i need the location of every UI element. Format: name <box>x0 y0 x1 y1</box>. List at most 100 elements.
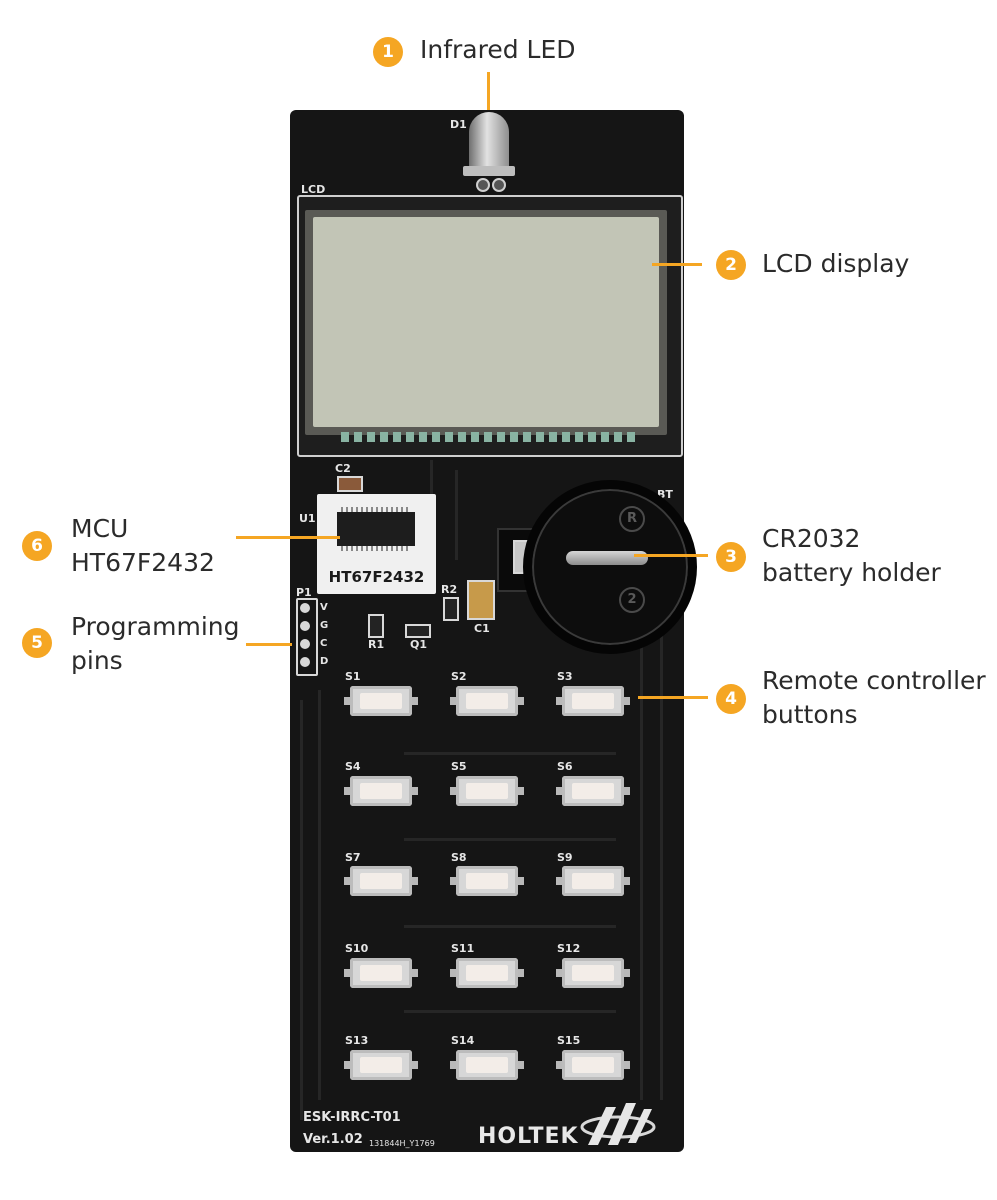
callout-4-badge: 4 <box>716 684 746 714</box>
holtek-logo-icon <box>580 1103 656 1145</box>
callout-4-leader <box>638 696 708 699</box>
silk-r2: R2 <box>441 583 458 596</box>
button-s12[interactable] <box>556 958 630 988</box>
silk-board-name: ESK-IRRC-T01 <box>303 1110 401 1125</box>
programming-pin-icon <box>300 657 310 667</box>
silk-u1: U1 <box>299 512 316 525</box>
callout-6-badge: 6 <box>22 531 52 561</box>
callout-6-label-line1: MCU <box>71 514 129 543</box>
pcb-trace <box>430 460 433 500</box>
silk-pin-v: V <box>320 602 328 613</box>
button-s4[interactable] <box>344 776 418 806</box>
callout-3-label-line2: battery holder <box>762 558 941 587</box>
battery-holder <box>523 480 697 654</box>
pcb-trace <box>640 640 643 1100</box>
callout-1-badge: 1 <box>373 37 403 67</box>
pcb-trace <box>404 1010 616 1013</box>
pcb-trace <box>660 620 663 1100</box>
programming-pin-icon <box>300 603 310 613</box>
mcu-pins <box>341 507 408 512</box>
lcd-bottom-pins <box>341 432 635 442</box>
lcd-display <box>313 217 659 427</box>
silk-s2: S2 <box>451 670 467 683</box>
pcb-trace <box>300 700 303 1120</box>
programming-header <box>296 598 318 676</box>
resistor-r2 <box>443 597 459 621</box>
holtek-logo: HOLTEK <box>478 1124 579 1149</box>
silk-c1: C1 <box>474 622 490 635</box>
silk-s12: S12 <box>557 942 581 955</box>
callout-4-label-line1: Remote controller <box>762 666 986 695</box>
silk-r1: R1 <box>368 638 385 651</box>
callout-1-leader <box>487 72 490 116</box>
callout-5-label-line2: pins <box>71 646 123 675</box>
transistor-q1 <box>405 624 431 638</box>
button-s5[interactable] <box>450 776 524 806</box>
silk-s4: S4 <box>345 760 361 773</box>
programming-pin-icon <box>300 639 310 649</box>
callout-5-leader <box>246 643 292 646</box>
callout-2-badge: 2 <box>716 250 746 280</box>
silk-lcd: LCD <box>301 183 326 196</box>
programming-pin-icon <box>300 621 310 631</box>
silk-c2: C2 <box>335 462 351 475</box>
callout-3-label-line1: CR2032 <box>762 524 861 553</box>
pcb-trace <box>404 925 616 928</box>
callout-2-label: LCD display <box>762 249 910 278</box>
callout-4-label-line2: buttons <box>762 700 858 729</box>
silk-s5: S5 <box>451 760 467 773</box>
silk-s13: S13 <box>345 1034 369 1047</box>
silk-pin-c: C <box>320 638 328 649</box>
callout-6-label-line2: HT67F2432 <box>71 548 215 577</box>
mcu-chip <box>337 512 415 546</box>
silk-d1: D1 <box>450 118 467 131</box>
silk-serial: 131844H_Y1769 <box>369 1139 435 1148</box>
mcu-label: HT67F2432 <box>328 568 425 586</box>
button-s10[interactable] <box>344 958 418 988</box>
button-s11[interactable] <box>450 958 524 988</box>
callout-5-badge: 5 <box>22 628 52 658</box>
battery-mark-2: 2 <box>619 587 645 613</box>
callout-5-label-line1: Programming <box>71 612 240 641</box>
pcb-trace <box>455 470 458 560</box>
led-pad-icon <box>476 178 490 192</box>
button-s2[interactable] <box>450 686 524 716</box>
capacitor-c1 <box>467 580 495 620</box>
silk-s15: S15 <box>557 1034 581 1047</box>
silk-s7: S7 <box>345 851 361 864</box>
silk-q1: Q1 <box>410 638 428 651</box>
led-pad-icon <box>492 178 506 192</box>
silk-s11: S11 <box>451 942 475 955</box>
button-s13[interactable] <box>344 1050 418 1080</box>
infrared-led <box>469 112 509 170</box>
button-s15[interactable] <box>556 1050 630 1080</box>
button-s1[interactable] <box>344 686 418 716</box>
button-s8[interactable] <box>450 866 524 896</box>
callout-2-leader <box>652 263 702 266</box>
pcb-trace <box>404 838 616 841</box>
pcb-trace <box>318 690 321 1100</box>
callout-1-label: Infrared LED <box>420 35 576 64</box>
callout-6-leader <box>236 536 340 539</box>
silk-pin-g: G <box>320 620 329 631</box>
button-s6[interactable] <box>556 776 630 806</box>
pcb-trace <box>404 752 616 755</box>
capacitor-c2 <box>337 476 363 492</box>
button-s7[interactable] <box>344 866 418 896</box>
silk-s9: S9 <box>557 851 573 864</box>
button-s9[interactable] <box>556 866 630 896</box>
silk-s14: S14 <box>451 1034 475 1047</box>
callout-3-badge: 3 <box>716 542 746 572</box>
silk-s6: S6 <box>557 760 573 773</box>
button-s14[interactable] <box>450 1050 524 1080</box>
battery-mark-r: R <box>619 506 645 532</box>
silk-version: Ver.1.02 <box>303 1132 363 1147</box>
callout-3-leader <box>634 554 708 557</box>
silk-s3: S3 <box>557 670 573 683</box>
silk-s1: S1 <box>345 670 361 683</box>
silk-p1: P1 <box>296 586 312 599</box>
infrared-led-base <box>463 166 515 176</box>
resistor-r1 <box>368 614 384 638</box>
battery-contact <box>566 551 648 565</box>
button-s3[interactable] <box>556 686 630 716</box>
